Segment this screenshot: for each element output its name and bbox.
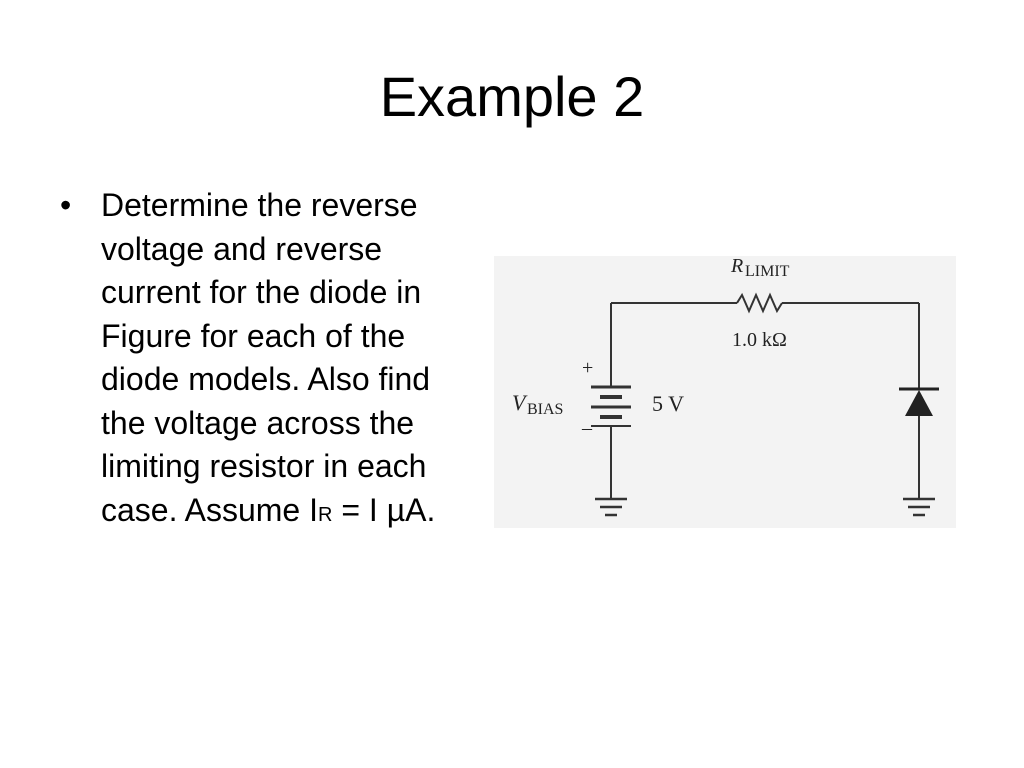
ground-symbol-right xyxy=(903,497,935,517)
resistor-label-main: R xyxy=(730,256,743,277)
bullet-text: Determine the reverse voltage and revers… xyxy=(101,184,460,537)
bullet-paragraph: • Determine the reverse voltage and reve… xyxy=(60,184,460,537)
source-label-main: V xyxy=(512,390,528,415)
battery-plus-sign: + xyxy=(582,357,593,379)
ground-symbol-left xyxy=(595,497,627,517)
bullet-marker: • xyxy=(60,187,72,223)
resistor-value: 1.0 kΩ xyxy=(732,329,787,351)
battery-symbol xyxy=(591,385,631,427)
resistor-symbol xyxy=(736,292,783,314)
resistor-label-sub: LIMIT xyxy=(745,263,790,280)
circuit-diagram: R LIMIT 1.0 kΩ + – V BIAS 5 V xyxy=(512,256,939,517)
slide-title: Example 2 xyxy=(379,65,645,128)
bullet-subscript: R xyxy=(317,503,333,526)
bullet-text-main: Determine the reverse voltage and revers… xyxy=(101,187,431,528)
bullet-text-end: = I µA. xyxy=(332,491,436,528)
circuit-figure: R LIMIT 1.0 kΩ + – V BIAS 5 V xyxy=(494,256,956,528)
battery-minus-sign: – xyxy=(581,417,593,439)
source-value: 5 V xyxy=(652,391,684,416)
source-label-sub: BIAS xyxy=(527,401,563,418)
diode-symbol xyxy=(899,387,939,416)
